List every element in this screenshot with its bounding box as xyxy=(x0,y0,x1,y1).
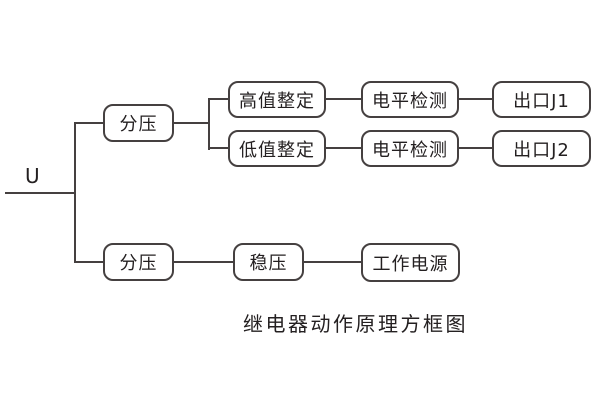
node-working-power: 工作电源 xyxy=(361,243,460,282)
connector-to-divider-top xyxy=(76,122,103,124)
connector-branch-to-low-setting xyxy=(210,147,228,149)
node-regulator: 稳压 xyxy=(233,243,304,281)
connector-high-to-level-detect xyxy=(326,98,361,100)
connector-input-line xyxy=(5,192,75,194)
connector-level-detect-to-j1 xyxy=(459,98,492,100)
node-divider-top: 分压 xyxy=(103,104,174,142)
node-divider-bottom: 分压 xyxy=(103,243,174,281)
node-level-detect-2: 电平检测 xyxy=(361,130,459,167)
connector-regulator-to-power xyxy=(304,261,361,263)
connector-main-vertical xyxy=(74,122,76,263)
node-output-j2: 出口J2 xyxy=(492,130,591,167)
node-level-detect-1: 电平检测 xyxy=(361,81,459,118)
node-output-j1: 出口J1 xyxy=(492,81,591,118)
connector-level-detect-to-j2 xyxy=(459,147,492,149)
input-voltage-label: U xyxy=(25,164,40,188)
node-low-setting: 低值整定 xyxy=(228,130,326,167)
diagram-caption: 继电器动作原理方框图 xyxy=(243,312,468,336)
node-high-setting: 高值整定 xyxy=(228,81,326,118)
connector-branch-vertical xyxy=(208,98,210,150)
connector-divider-to-regulator xyxy=(174,261,233,263)
connector-divider-top-to-branch xyxy=(174,122,209,124)
connector-low-to-level-detect xyxy=(326,147,361,149)
connector-branch-to-high-setting xyxy=(210,98,228,100)
connector-to-divider-bottom xyxy=(76,261,103,263)
